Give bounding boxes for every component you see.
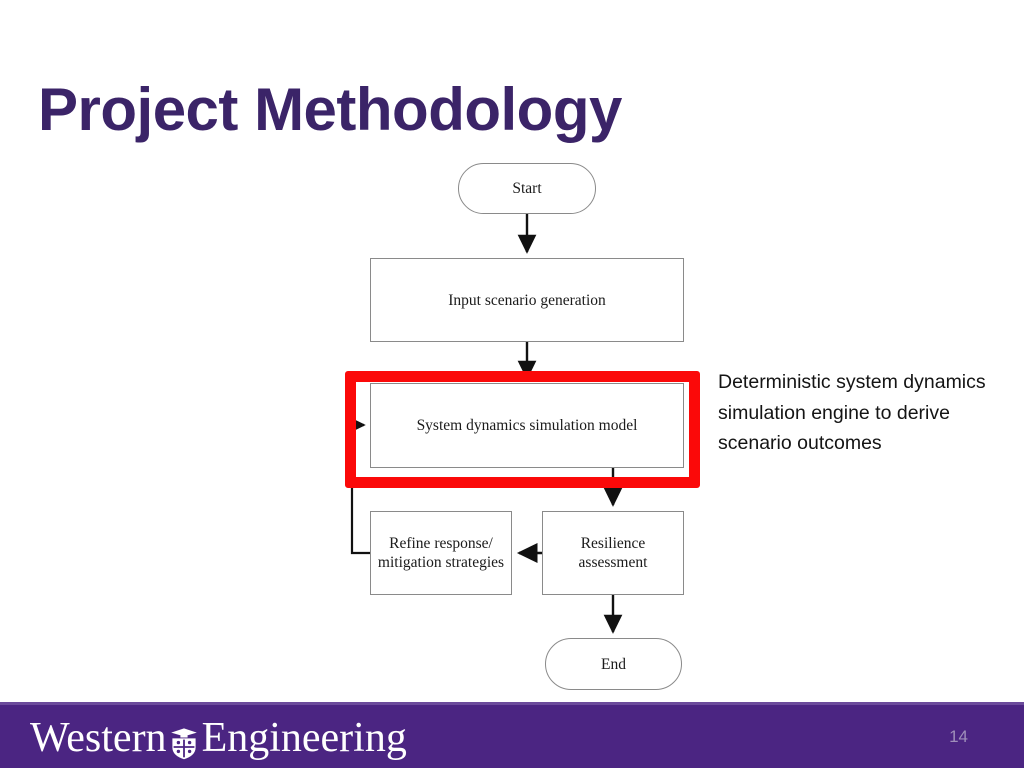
flow-node-resilience-label: Resilience assessment xyxy=(578,535,648,571)
flow-node-refine-response-mitigation-strategies[interactable]: Refine response/ mitigation strategies xyxy=(370,511,512,595)
brand-word-engineering: Engineering xyxy=(201,715,407,761)
flow-node-start-label: Start xyxy=(512,180,542,197)
flow-node-input-scenario-generation[interactable]: Input scenario generation xyxy=(370,258,684,342)
slide-footer: Western Engineering 14 xyxy=(0,702,1024,768)
flow-node-input-label: Input scenario generation xyxy=(448,291,606,309)
brand-word-western: Western xyxy=(30,715,167,761)
flowchart-connectors xyxy=(348,214,623,634)
shield-crest-icon xyxy=(169,724,199,760)
flow-node-resilience-assessment[interactable]: Resilience assessment xyxy=(542,511,684,595)
page-title: Project Methodology xyxy=(38,76,622,143)
flow-node-start[interactable]: Start xyxy=(458,163,596,214)
edge-refine-feedback-to-sim xyxy=(348,416,370,555)
flow-node-refine-label: Refine response/ mitigation strategies xyxy=(377,535,505,571)
page-number: 14 xyxy=(949,727,968,746)
annotation-text: Deterministic system dynamics simulation… xyxy=(718,371,986,454)
flowchart-diagram: Start Input scenario generation System d… xyxy=(345,163,700,690)
flow-node-sim-label: System dynamics simulation model xyxy=(416,417,638,434)
flow-node-end-label: End xyxy=(601,655,626,673)
flow-node-system-dynamics-simulation-model[interactable]: System dynamics simulation model xyxy=(370,383,684,468)
western-engineering-logo: Western Engineering xyxy=(30,715,407,761)
flow-node-end[interactable]: End xyxy=(545,638,682,690)
